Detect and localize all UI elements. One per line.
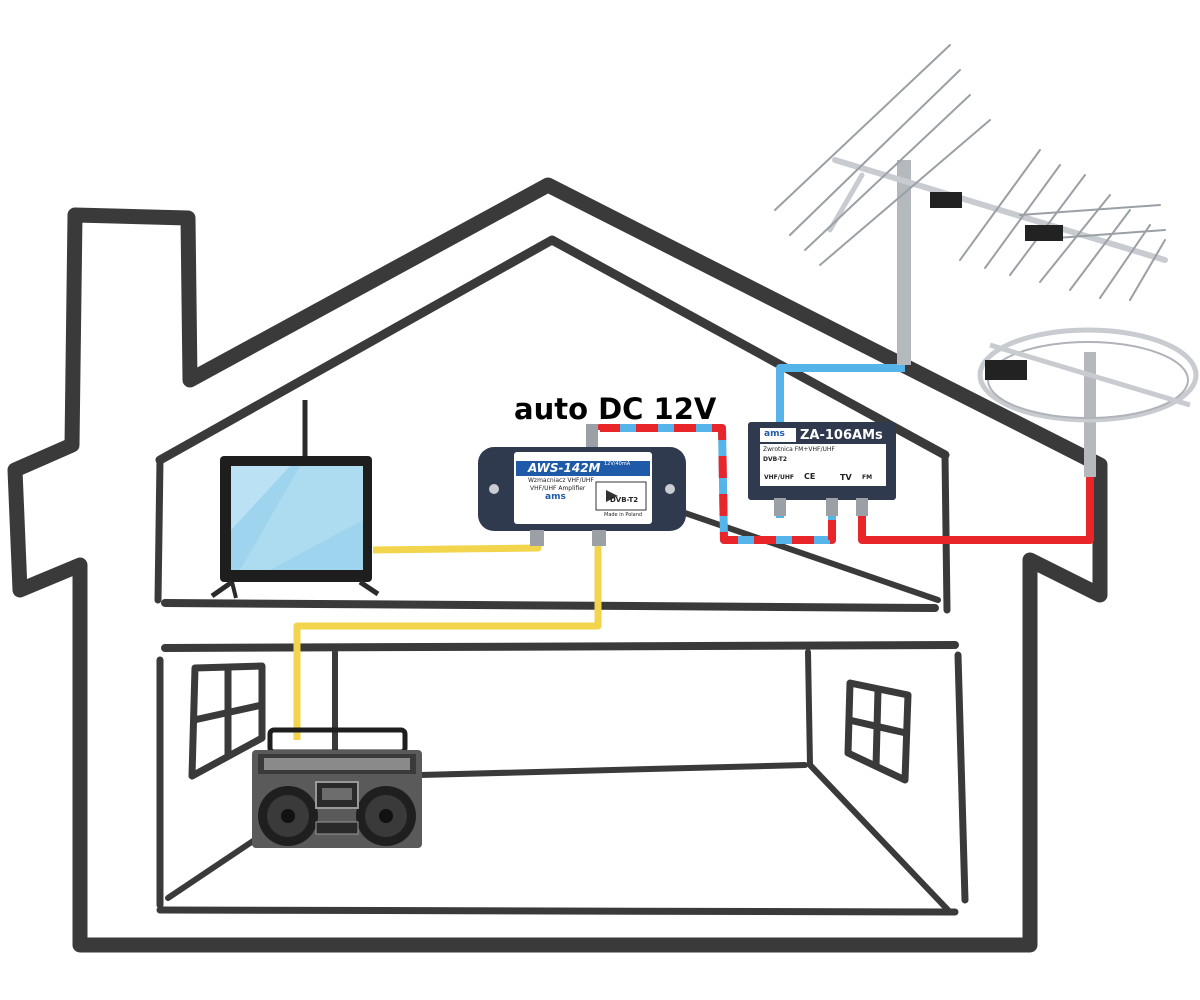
fm-ring-antenna-icon	[977, 327, 1199, 477]
amplifier-model: AWS-142M	[528, 461, 601, 475]
house-outline	[7, 177, 1108, 953]
dc-line	[858, 438, 1094, 544]
tv-icon	[210, 400, 380, 599]
dc-signal-line	[596, 424, 836, 544]
caption-power: auto DC 12V	[514, 392, 717, 426]
amplifier-device	[478, 424, 686, 546]
combiner-port-vhf-uhf: VHF/UHF	[764, 474, 794, 481]
combiner-model: ZA-106AMs	[800, 428, 883, 443]
combiner-standard: DVB-T2	[763, 456, 788, 463]
amplifier-subtitle-en: VHF/UHF Amplifier	[530, 485, 586, 492]
combiner-mark: CE	[804, 472, 816, 481]
window-icon	[188, 662, 266, 780]
combiner-brand: ams	[764, 429, 785, 439]
radio-icon	[252, 727, 422, 848]
combiner-port-tv: TV	[840, 473, 852, 482]
amplifier-origin: Made in Poland	[604, 512, 643, 518]
amplifier-subtitle: Wzmacniacz VHF/UHF	[528, 477, 594, 484]
combiner-subtitle: Zwrotnica FM+VHF/UHF	[763, 446, 835, 453]
combiner-device	[748, 422, 896, 516]
yagi-antenna-icon	[774, 44, 1168, 365]
amplifier-standard: DVB-T2	[610, 496, 639, 504]
window-icon	[844, 679, 912, 784]
amplifier-brand: ams	[545, 492, 566, 502]
combiner-port-fm: FM	[862, 474, 873, 481]
amplifier-power-label: 12V/40mA	[604, 461, 631, 467]
